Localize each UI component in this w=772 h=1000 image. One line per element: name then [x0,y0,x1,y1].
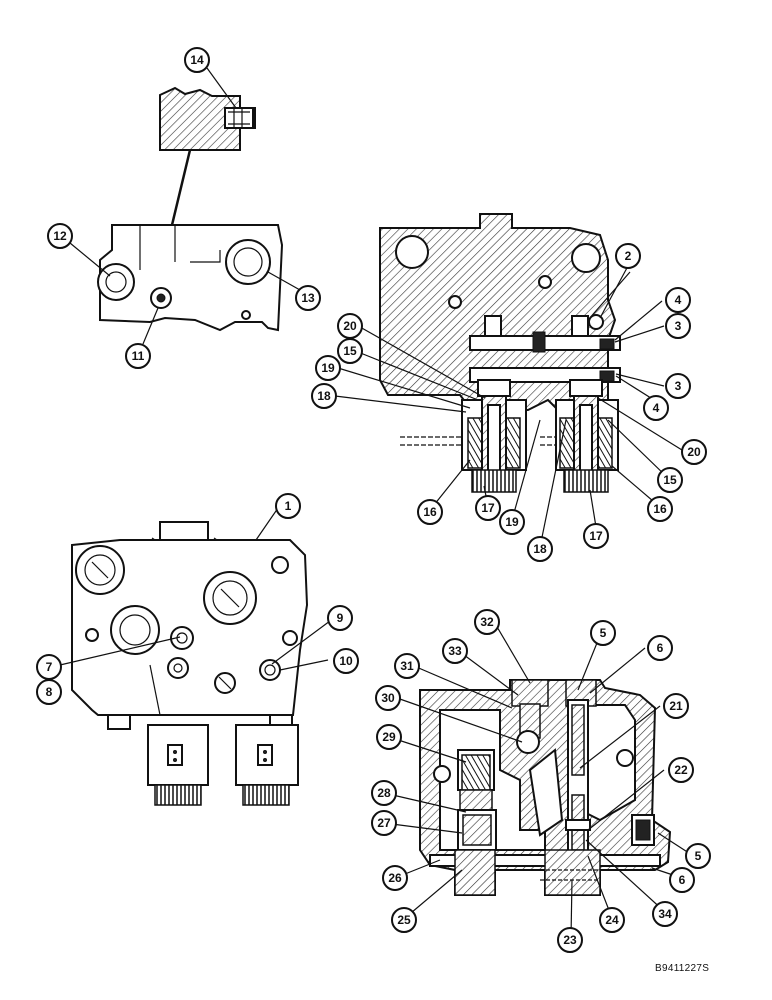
valve-front-view [59,507,335,806]
svg-text:23: 23 [563,933,577,947]
svg-text:30: 30 [381,691,395,705]
svg-text:17: 17 [589,529,603,543]
callout-29: 29 [376,724,402,750]
callout-24: 24 [599,907,625,933]
svg-text:21: 21 [669,699,683,713]
callout-1: 1 [275,493,301,519]
callout-6-a: 6 [647,635,673,661]
right-solenoid [555,379,619,493]
callout-23: 23 [557,927,583,953]
callout-11: 11 [125,343,151,369]
callout-34: 34 [652,901,678,927]
svg-text:15: 15 [663,473,677,487]
callout-15-a: 15 [337,338,363,364]
left-solenoid [461,379,527,493]
svg-text:18: 18 [317,389,331,403]
callout-33: 33 [442,638,468,664]
callout-5-a: 5 [590,620,616,646]
svg-text:20: 20 [687,445,701,459]
callout-15-b: 15 [657,467,683,493]
svg-text:34: 34 [658,907,672,921]
svg-text:31: 31 [400,659,414,673]
svg-text:14: 14 [190,53,204,67]
callout-9: 9 [327,605,353,631]
callout-16-b: 16 [647,496,673,522]
svg-text:26: 26 [388,871,402,885]
callout-21: 21 [663,693,689,719]
callout-16-a: 16 [417,499,443,525]
svg-text:25: 25 [397,913,411,927]
callout-3-a: 3 [665,313,691,339]
callout-20-b: 20 [681,439,707,465]
callout-20-a: 20 [337,313,363,339]
callout-3-b: 3 [665,373,691,399]
svg-text:13: 13 [301,291,315,305]
callout-17-b: 17 [583,523,609,549]
svg-text:8: 8 [46,685,53,699]
callout-5-b: 5 [685,843,711,869]
svg-text:12: 12 [53,229,67,243]
callout-19-b: 19 [499,509,525,535]
callout-17-a: 17 [475,495,501,521]
svg-text:28: 28 [377,786,391,800]
svg-text:24: 24 [605,913,619,927]
svg-text:9: 9 [337,611,344,625]
svg-text:5: 5 [695,849,702,863]
svg-text:2: 2 [625,249,632,263]
svg-text:10: 10 [339,654,353,668]
plug-detail-view [152,67,256,301]
callout-14: 14 [184,47,210,73]
svg-text:32: 32 [480,615,494,629]
svg-text:1: 1 [285,499,292,513]
callout-13: 13 [295,285,321,311]
callout-28: 28 [371,780,397,806]
svg-text:3: 3 [675,379,682,393]
svg-text:22: 22 [674,763,688,777]
callout-30: 30 [375,685,401,711]
svg-text:4: 4 [653,401,660,415]
svg-text:7: 7 [46,660,53,674]
callout-4-b: 4 [643,395,669,421]
callout-25: 25 [391,907,417,933]
svg-text:4: 4 [675,293,682,307]
callout-10: 10 [333,648,359,674]
callout-6-b: 6 [669,867,695,893]
callout-7: 7 [36,654,62,680]
svg-text:27: 27 [377,816,391,830]
callout-2-a: 2 [615,243,641,269]
svg-text:6: 6 [657,641,664,655]
solenoid-section-view [334,213,683,548]
svg-text:15: 15 [343,344,357,358]
svg-text:11: 11 [132,349,145,363]
svg-text:17: 17 [481,501,495,515]
svg-text:3: 3 [675,319,682,333]
valve-cross-section [383,619,693,939]
callout-26: 26 [382,865,408,891]
callout-18-a: 18 [311,383,337,409]
callout-18-b: 18 [527,536,553,562]
svg-text:16: 16 [653,502,667,516]
valve-end-view [69,224,301,345]
svg-text:19: 19 [321,361,335,375]
callout-19-a: 19 [315,355,341,381]
callout-4-a: 4 [665,287,691,313]
svg-text:20: 20 [343,319,357,333]
svg-text:19: 19 [505,515,519,529]
svg-text:6: 6 [679,873,686,887]
callout-22: 22 [668,757,694,783]
callout-27: 27 [371,810,397,836]
callout-12: 12 [47,223,73,249]
svg-text:33: 33 [448,644,462,658]
svg-text:16: 16 [423,505,437,519]
svg-text:5: 5 [600,626,607,640]
callout-8: 8 [36,679,62,705]
callout-31: 31 [394,653,420,679]
svg-text:18: 18 [533,542,547,556]
svg-text:29: 29 [382,730,396,744]
figure-code: B9411227S [655,963,710,974]
callout-32: 32 [474,609,500,635]
